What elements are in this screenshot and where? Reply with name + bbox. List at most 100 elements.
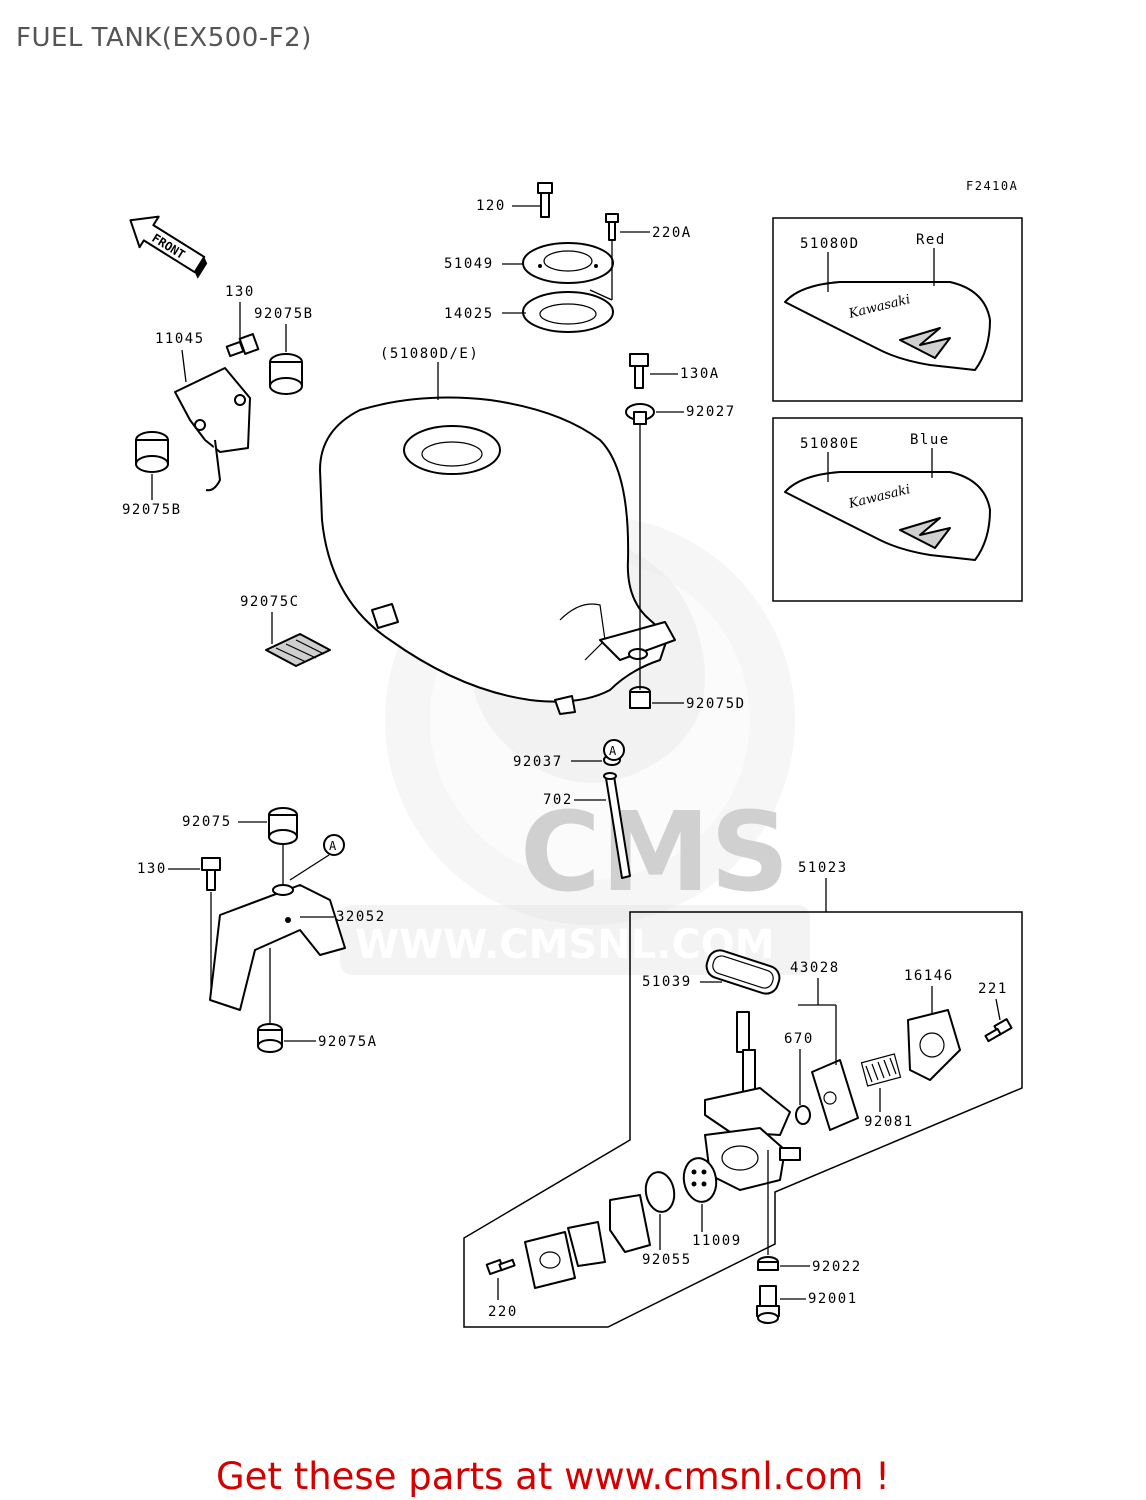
label-221: 221 bbox=[978, 981, 1006, 1021]
bolt-130-bottom bbox=[201, 857, 221, 891]
petcock-assembly-box bbox=[463, 911, 1023, 1328]
damper-92075b-top bbox=[269, 353, 303, 395]
label-120: 120 bbox=[476, 198, 540, 214]
svg-text:130: 130 bbox=[137, 861, 167, 877]
svg-text:92075B: 92075B bbox=[122, 502, 182, 518]
label-51039: 51039 bbox=[642, 974, 722, 990]
bracket-11045 bbox=[174, 367, 251, 492]
filter-11009 bbox=[682, 1157, 718, 1203]
bolt-130a bbox=[629, 353, 649, 389]
footer-link-text[interactable]: Get these parts at www.cmsnl.com ! bbox=[216, 1455, 890, 1498]
oring-670 bbox=[795, 1105, 811, 1125]
svg-text:11045: 11045 bbox=[155, 331, 205, 347]
svg-text:670: 670 bbox=[784, 1031, 814, 1047]
svg-text:92027: 92027 bbox=[686, 404, 736, 420]
spring-92081 bbox=[860, 1053, 902, 1087]
screw-220a bbox=[605, 213, 619, 241]
svg-text:11009: 11009 bbox=[692, 1233, 742, 1249]
reference-marker-a-bottom-label: A bbox=[329, 839, 338, 853]
watermark-url-text: WWW.CMSNL.COM bbox=[355, 922, 775, 968]
plate-gasket bbox=[524, 1231, 576, 1289]
label-92055: 92055 bbox=[642, 1214, 692, 1268]
svg-text:92075B: 92075B bbox=[254, 306, 314, 322]
svg-text:32052: 32052 bbox=[336, 909, 386, 925]
variant-box-red: Kawasaki 51080D Red bbox=[772, 217, 1023, 402]
tank-label: (51080D/E) bbox=[380, 346, 479, 362]
bolt-130-top bbox=[225, 333, 260, 358]
gasket-14025 bbox=[522, 291, 614, 333]
svg-text:92081: 92081 bbox=[864, 1114, 914, 1130]
damper-92027 bbox=[625, 403, 655, 425]
leader-a-bottom bbox=[289, 854, 330, 881]
svg-text:14025: 14025 bbox=[444, 306, 494, 322]
svg-text:92037: 92037 bbox=[513, 754, 563, 770]
svg-text:92055: 92055 bbox=[642, 1252, 692, 1268]
page-title: FUEL TANK(EX500-F2) bbox=[16, 23, 312, 53]
svg-text:92001: 92001 bbox=[808, 1291, 858, 1307]
petcock-body bbox=[704, 1011, 801, 1191]
screw-220 bbox=[485, 1258, 516, 1276]
damper-92075a bbox=[257, 1023, 283, 1053]
svg-text:130: 130 bbox=[225, 284, 255, 300]
label-220a: 220A bbox=[589, 225, 692, 301]
label-92075: 92075 bbox=[182, 814, 284, 884]
bolt-120 bbox=[537, 182, 553, 218]
label-130-bottom: 130 bbox=[137, 861, 212, 990]
bracket-32052 bbox=[209, 884, 346, 1011]
hose-702 bbox=[603, 772, 631, 879]
svg-text:92075D: 92075D bbox=[686, 696, 746, 712]
damper-92075d bbox=[629, 686, 651, 709]
label-11009: 11009 bbox=[692, 1204, 742, 1249]
label-92075b-bottom: 92075B bbox=[122, 474, 182, 518]
label-92081: 92081 bbox=[864, 1088, 914, 1130]
label-51049: 51049 bbox=[444, 256, 524, 272]
variant-red-part: 51080D bbox=[800, 236, 860, 252]
label-51023: 51023 bbox=[798, 860, 848, 912]
figure-code: F2410A bbox=[966, 179, 1018, 193]
cap-51049 bbox=[522, 242, 614, 284]
watermark-cms-text: CMS bbox=[520, 788, 789, 916]
label-92001: 92001 bbox=[780, 1291, 858, 1307]
fuel-tank bbox=[319, 396, 676, 715]
label-16146: 16146 bbox=[904, 968, 954, 1015]
svg-text:92022: 92022 bbox=[812, 1259, 862, 1275]
lever-92055 bbox=[567, 1194, 651, 1267]
variant-box-blue: Kawasaki 51080E Blue bbox=[772, 417, 1023, 602]
label-11045: 11045 bbox=[155, 331, 205, 383]
svg-text:43028: 43028 bbox=[790, 960, 840, 976]
damper-92075b-bottom bbox=[135, 431, 169, 473]
svg-text:130A: 130A bbox=[680, 366, 720, 382]
variant-red-color: Red bbox=[916, 232, 946, 248]
diaphragm-43028 bbox=[811, 1059, 859, 1131]
variant-blue-color: Blue bbox=[910, 432, 950, 448]
label-92075d: 92075D bbox=[652, 696, 746, 712]
svg-text:16146: 16146 bbox=[904, 968, 954, 984]
label-92075a: 92075A bbox=[269, 948, 378, 1050]
cover-16146 bbox=[907, 1009, 961, 1081]
screw-221 bbox=[984, 1018, 1013, 1043]
label-220: 220 bbox=[488, 1278, 518, 1320]
svg-text:220A: 220A bbox=[652, 225, 692, 241]
label-92075c: 92075C bbox=[240, 594, 300, 644]
label-92022: 92022 bbox=[780, 1259, 862, 1275]
label-32052: 32052 bbox=[300, 909, 386, 925]
label-92075b-top: 92075B bbox=[254, 306, 314, 352]
svg-text:220: 220 bbox=[488, 1304, 518, 1320]
reference-marker-a-top bbox=[603, 739, 625, 761]
front-arrow-icon: FRONT bbox=[129, 215, 208, 279]
svg-text:51039: 51039 bbox=[642, 974, 692, 990]
svg-text:92075C: 92075C bbox=[240, 594, 300, 610]
label-702: 702 bbox=[543, 792, 606, 808]
variant-blue-part: 51080E bbox=[800, 436, 860, 452]
label-14025: 14025 bbox=[444, 306, 526, 322]
bolt-92001 bbox=[756, 1285, 780, 1324]
svg-text:92075A: 92075A bbox=[318, 1034, 378, 1050]
gasket-51039 bbox=[705, 949, 781, 995]
reference-marker-a-bottom bbox=[323, 834, 345, 856]
svg-text:51023: 51023 bbox=[798, 860, 848, 876]
svg-text:51049: 51049 bbox=[444, 256, 494, 272]
svg-text:92075: 92075 bbox=[182, 814, 232, 830]
label-670: 670 bbox=[784, 1031, 814, 1105]
label-130-top: 130 bbox=[225, 284, 255, 340]
